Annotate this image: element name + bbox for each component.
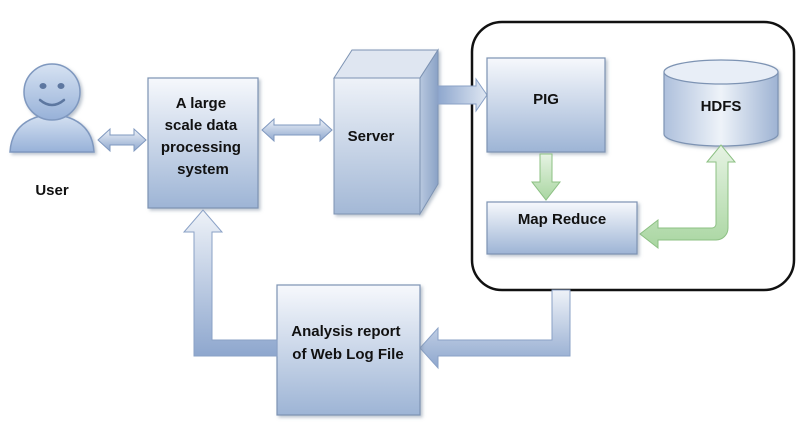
arrow-pig-mapreduce	[530, 153, 562, 201]
pig-box	[486, 57, 606, 153]
arrow-server-pig	[437, 77, 488, 113]
arrow-user-system	[97, 127, 147, 153]
mapreduce-box	[486, 201, 638, 255]
arrow-report-system	[182, 209, 278, 357]
server-label: Server	[348, 128, 395, 145]
arrow-cluster-report	[419, 289, 571, 370]
report-label-line: of Web Log File	[292, 346, 403, 363]
system-label: A large scale data processing system	[161, 95, 245, 178]
report-label-line: Analysis report	[291, 323, 400, 340]
system-label-line: processing	[161, 139, 241, 156]
arrow-hdfs-mapreduce	[639, 144, 737, 250]
system-label-line: A large	[176, 95, 226, 112]
pig-label: PIG	[533, 91, 559, 108]
system-label-line: scale data	[165, 117, 238, 134]
hdfs-label: HDFS	[701, 98, 742, 115]
user-icon	[9, 63, 95, 153]
system-label-line: system	[177, 161, 229, 178]
hdfs-database-icon	[663, 59, 779, 147]
user-label: User	[35, 182, 69, 199]
processing-system-box	[147, 77, 259, 209]
mapreduce-label: Map Reduce	[518, 211, 606, 228]
arrow-system-server	[261, 117, 333, 143]
server-icon	[333, 48, 439, 216]
report-label: Analysis report of Web Log File	[291, 323, 404, 363]
